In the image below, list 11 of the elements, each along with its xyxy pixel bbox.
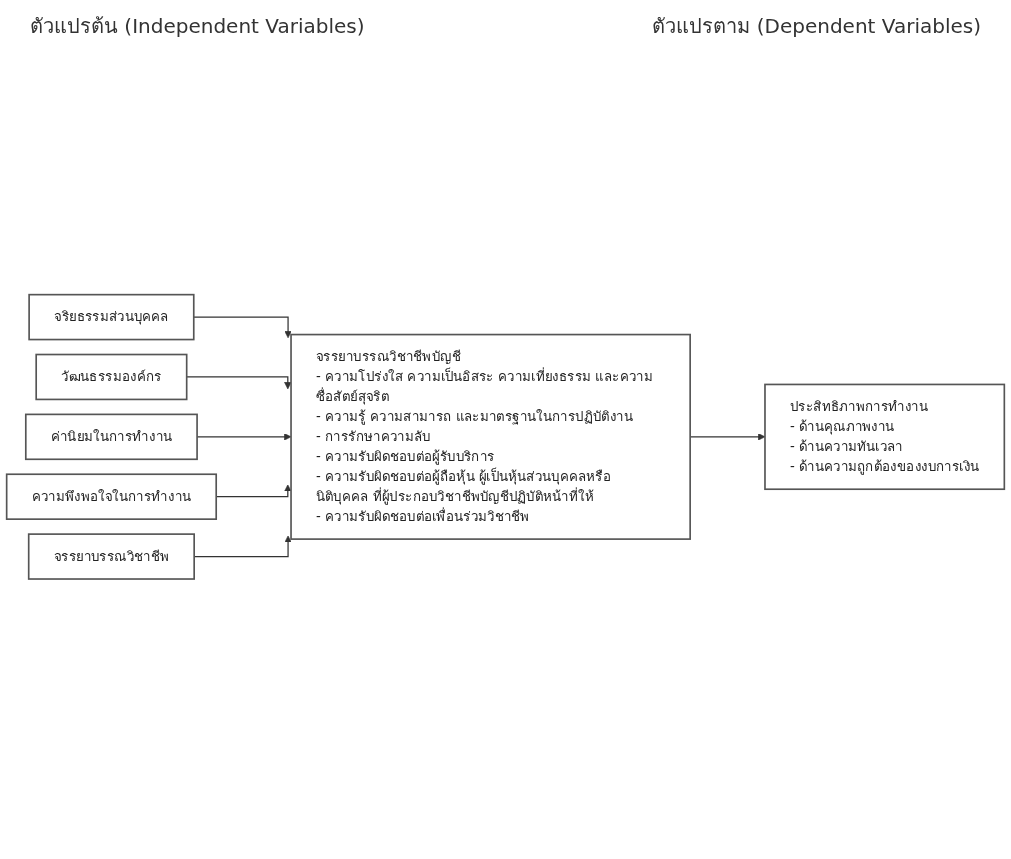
arrow <box>193 316 292 339</box>
arrow <box>186 376 292 390</box>
node-box: ค่านิยมในการทำงาน <box>24 413 198 461</box>
node-box: จริยธรรมส่วนบุคคล <box>28 294 195 341</box>
column-heading: ตัวแปรตาม (Dependent Variables) <box>652 13 981 40</box>
node-box: จรรยาบรรณวิชาชีพบัญชี - ความโปร่งใส ความเป็นอิสระ ความเที่ยงธรรม และความซื่อสัตย์สุจริต - ความรู้ ความสามารถ และมาตรฐานในการปฏิบัติงาน - การรักษาความลับ - ความรับผิดชอบต่อผู้รับบริการ - ความรับผิดชอบต่อผู้ถือหุ้น ผู้เป็นหุ้นส่วนบุคคลหรือนิติบุคคล ที่ผู้ประกอบวิชาชีพบัญชีปฏิบัติหน้าที่ให้ - ความรับผิดชอบต่อเพื่อนร่วมวิชาชีพ <box>290 333 691 541</box>
node-box: ประสิทธิภาพการทำงาน - ด้านคุณภาพงาน - ด้านความทันเวลา - ด้านความถูกต้องของงบการเงิน <box>764 383 1006 491</box>
column-heading: ตัวแปรต้น (Independent Variables) <box>30 13 365 40</box>
node-box: วัฒนธรรมองค์กร <box>35 353 188 401</box>
node-box: ความพึงพอใจในการทำงาน <box>5 473 218 521</box>
node-box: จรรยาบรรณวิชาชีพ <box>27 533 195 580</box>
